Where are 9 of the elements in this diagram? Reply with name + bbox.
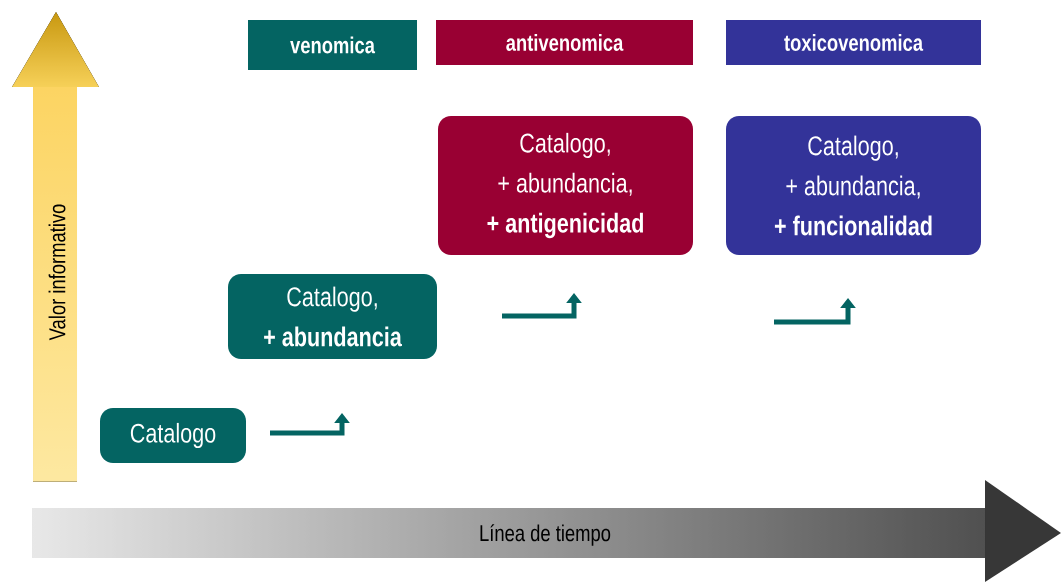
title-banner: antivenomica <box>436 20 693 65</box>
stage-box: Catalogo <box>100 408 246 463</box>
title-banner: toxicovenomica <box>726 20 981 65</box>
stage-box: Catalogo, + abundancia, + funcionalidad <box>726 116 981 255</box>
axis-label: Línea de tiempo <box>480 524 611 546</box>
axis-label: Valor informativo <box>48 204 66 341</box>
stage-box: Catalogo, + abundancia, + antigenicidad <box>438 116 693 255</box>
stage-box: Catalogo, + abundancia <box>228 274 437 359</box>
title-banner: venomica <box>248 20 417 70</box>
